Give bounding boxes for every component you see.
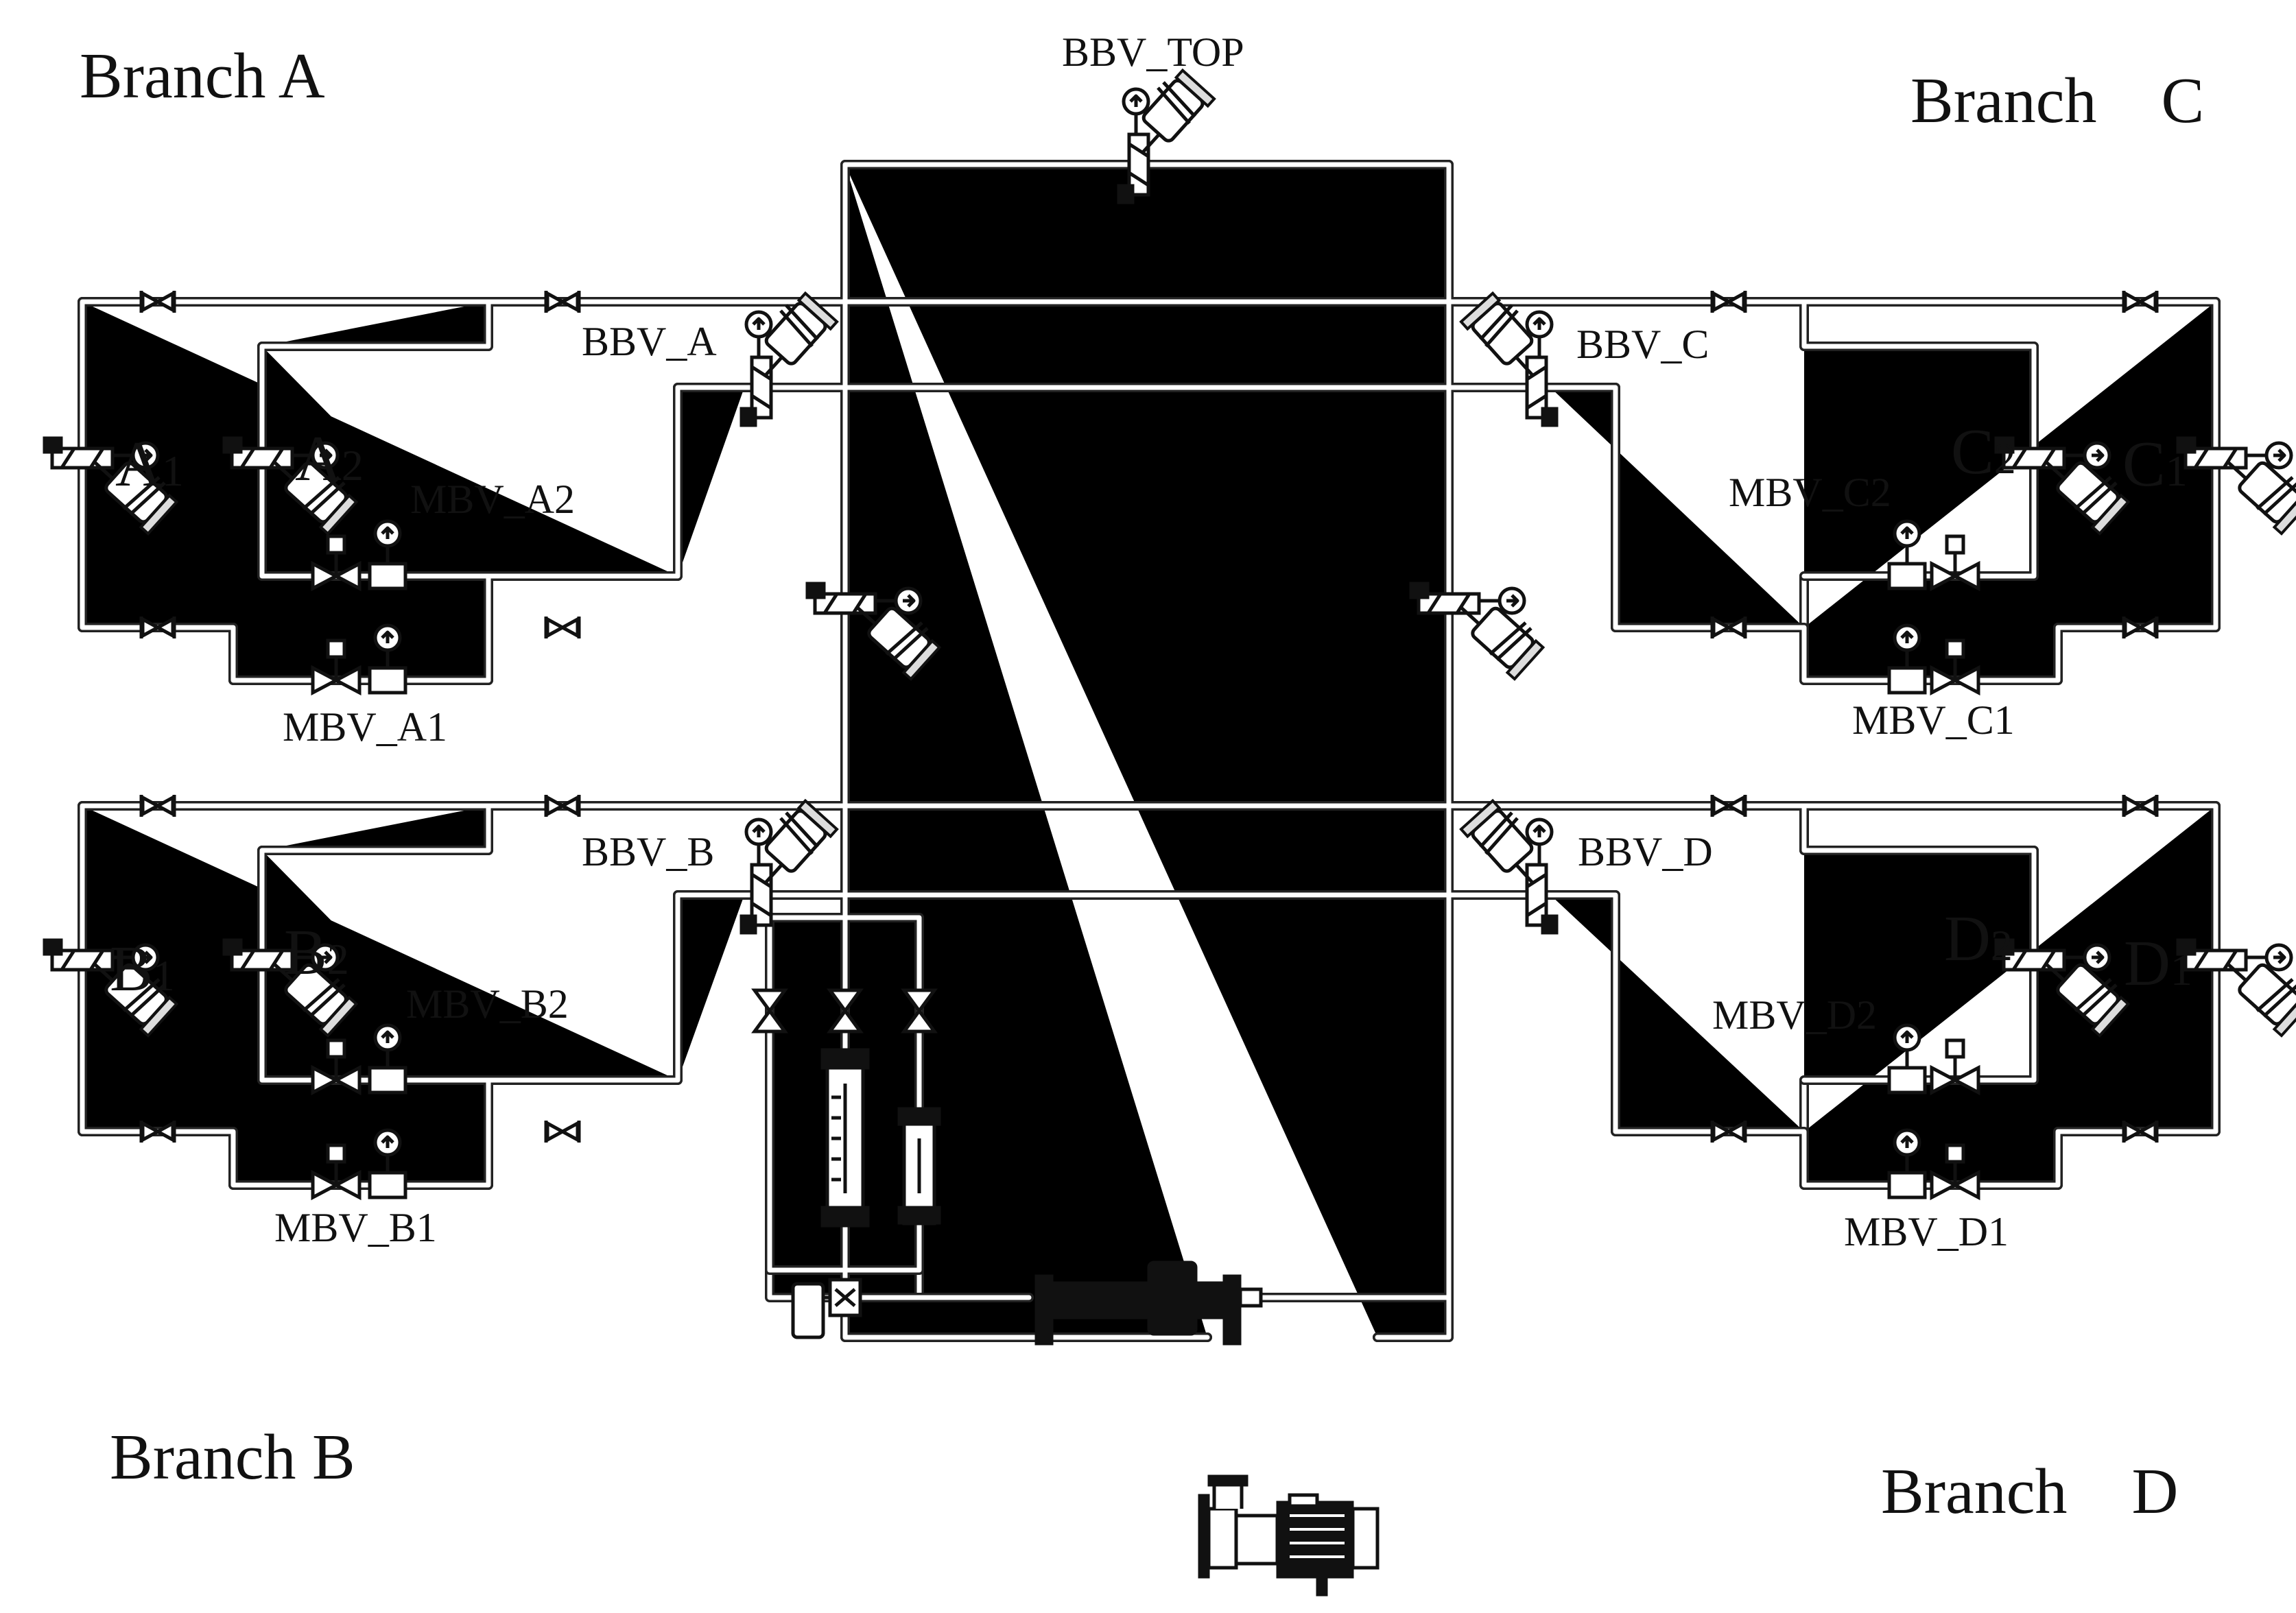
flowmeter-icon — [897, 1107, 941, 1226]
mbv-b1-label: MBV_B1 — [274, 1205, 437, 1250]
mbv-c2-label: MBV_C2 — [1729, 470, 1891, 515]
branch-c-label: Branch C — [1910, 65, 2204, 136]
pump-icon — [1198, 1474, 1380, 1597]
heater-icon — [1034, 1260, 1263, 1346]
terminal-a1-label: A1 — [115, 429, 184, 500]
labels: Branch A Branch B Branch C Branch D BBV_… — [80, 29, 2204, 1527]
flowmeter-icon — [820, 1048, 870, 1228]
terminal-b1-label: B1 — [110, 933, 175, 1005]
gate-valve-icon — [2124, 291, 2157, 313]
bbv-b-label: BBV_B — [582, 829, 714, 874]
gate-valve-icon — [1712, 291, 1745, 313]
mbv-c1-label: MBV_C1 — [1852, 697, 2015, 743]
terminal-b2-label: B2 — [284, 917, 349, 988]
balancing-valve-icon — [1461, 801, 1557, 933]
gate-valve-icon — [546, 617, 579, 638]
bbv-d-label: BBV_D — [1578, 829, 1713, 874]
bbv-a-label: BBV_A — [582, 319, 717, 364]
mbv-a1-label: MBV_A1 — [283, 704, 447, 750]
gate-valve-icon — [546, 795, 579, 817]
mbv-d1-label: MBV_D1 — [1844, 1209, 2009, 1254]
gate-valve-icon — [546, 1121, 579, 1143]
terminal-d2-label: D2 — [1944, 903, 2013, 975]
gate-valve-icon — [546, 291, 579, 313]
mbv-d2-label: MBV_D2 — [1712, 992, 1877, 1038]
mbv-b2-label: MBV_B2 — [406, 981, 569, 1027]
gate-valve-icon — [2124, 795, 2157, 817]
terminal-d1-label: D1 — [2124, 928, 2192, 999]
mbv-a2-label: MBV_A2 — [410, 477, 575, 522]
gate-valve-icon — [141, 291, 174, 313]
gate-valve-icon — [1712, 795, 1745, 817]
terminal-c2-label: C2 — [1951, 416, 2016, 488]
plant-equipment — [755, 990, 1380, 1597]
bbv-top-label: BBV_TOP — [1062, 29, 1244, 75]
balancing-valve-icon — [1461, 294, 1557, 426]
terminal-c1-label: C1 — [2122, 429, 2188, 500]
three-way-valve-icon — [791, 1278, 862, 1339]
branch-b-label: Branch B — [110, 1422, 355, 1493]
terminal-a2-label: A2 — [295, 423, 364, 494]
branch-d-label: Branch D — [1881, 1456, 2178, 1527]
balancing-valve-icon — [741, 294, 837, 426]
branch-a-label: Branch A — [80, 40, 325, 112]
gate-valve-icon — [141, 795, 174, 817]
bbv-c-label: BBV_C — [1576, 322, 1709, 367]
piping — [78, 160, 2221, 1342]
